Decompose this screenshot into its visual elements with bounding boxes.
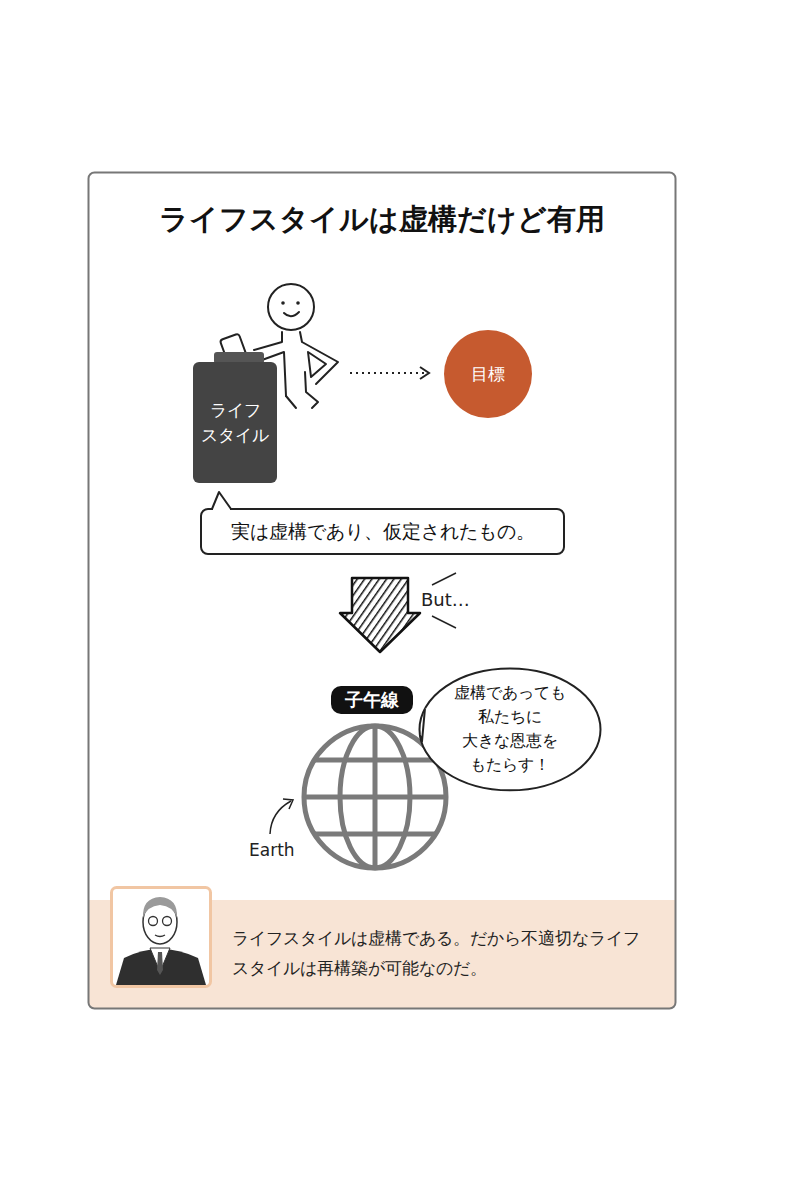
tail-outline [212,492,231,509]
dotted-line [350,372,427,374]
node-text: 実は虚構であり、仮定されたもの。 [231,519,535,545]
person-smile [284,312,299,316]
ellipse-tail-fill [420,708,434,741]
summary-band: ライフスタイルは虚構である。だから不適切なライフ スタイルは再構築が可能なのだ。 [89,900,675,1008]
annotation-label: But… [421,589,470,610]
portrait-glasses [149,917,158,926]
ellipse-shape [420,668,601,790]
earth-pointer-head [283,799,293,809]
portrait-suit [116,949,206,985]
dotted-arrow [350,367,429,379]
node-text: ライフスタイルは虚構である。だから不適切なライフ スタイルは再構築が可能なのだ。 [232,924,657,984]
person-leg [305,372,318,408]
person-eye [296,301,300,305]
arrow-head [420,367,429,379]
portrait-frame [112,888,211,987]
card-ground [89,173,676,1009]
portrait-mouth [155,935,165,937]
globe-parallel [304,795,446,800]
speech-bubble: 実は虚構であり、仮定されたもの。 [200,508,565,555]
ellipse-tail [420,708,425,741]
emphasis-stroke [432,573,456,585]
portrait-hair [143,897,177,918]
emphasis-stroke [432,616,456,628]
node-text: 子午線 [345,688,399,711]
globe-parallel [315,758,435,763]
person-head [268,284,314,330]
person-arm [308,352,326,377]
person-eye [281,301,285,305]
title-text: ライフスタイルは虚構だけど有用 [88,200,676,240]
thought-ellipse: 虚構であっても 私たちに 大きな恩恵を もたらす！ [418,667,602,792]
node-text: 虚構であっても 私たちに 大きな恩恵を もたらす！ [454,681,566,777]
portrait-tie [157,952,163,975]
portrait [112,888,211,987]
annotation-label: Earth [249,840,295,860]
goal-circle: 目標 [444,330,532,418]
portrait-glasses [163,917,172,926]
person-arm [254,332,282,350]
suitcase-box: ライフ スタイル [193,362,277,483]
earth-pointer [270,801,291,834]
hatched-down-arrow [340,578,420,652]
card-border [89,173,676,1009]
person-leg [286,396,296,408]
node-text: ライフ スタイル [201,398,269,447]
node-text: 目標 [471,363,505,386]
meridian-tag: 子午線 [331,686,413,713]
bubble-tail [210,490,240,510]
globe-parallel [315,832,435,837]
